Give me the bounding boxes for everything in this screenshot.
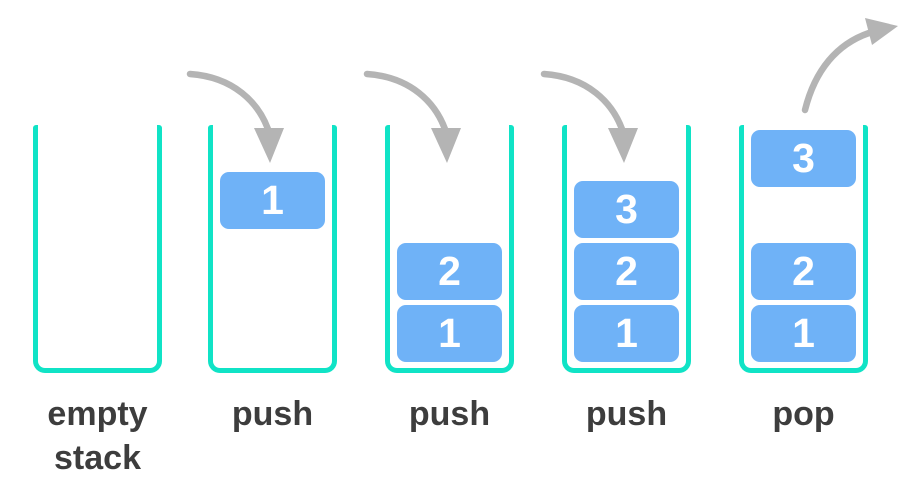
push-arrow-icon — [186, 70, 284, 163]
stack-block: 3 — [751, 130, 856, 187]
stack-container — [385, 125, 514, 373]
stage-empty-stack: empty stack — [33, 0, 162, 489]
stage-label: empty stack — [47, 395, 148, 478]
stage-pop: 3 2 1 pop — [739, 0, 868, 489]
stage-push-2: 2 1 push — [385, 0, 514, 489]
stack-block: 1 — [397, 305, 502, 362]
stage-label: push — [408, 395, 491, 433]
stack-container — [33, 125, 162, 373]
stage-push-3: 3 2 1 push — [562, 0, 691, 489]
stage-label: push — [231, 395, 314, 433]
stack-container — [208, 125, 337, 373]
push-arrow-icon — [363, 70, 461, 163]
stack-block: 1 — [220, 172, 325, 229]
stack-block: 2 — [574, 243, 679, 300]
stack-container — [562, 125, 691, 373]
stack-block: 1 — [751, 305, 856, 362]
stack-block: 1 — [574, 305, 679, 362]
stack-block: 3 — [574, 181, 679, 238]
stage-push-1: 1 push — [208, 0, 337, 489]
pop-arrow-icon — [801, 18, 898, 114]
stage-label: push — [585, 395, 668, 433]
stage-label: pop — [772, 395, 835, 433]
stack-block: 2 — [751, 243, 856, 300]
push-arrow-icon — [540, 70, 638, 163]
stack-container — [739, 125, 868, 373]
stack-block: 2 — [397, 243, 502, 300]
